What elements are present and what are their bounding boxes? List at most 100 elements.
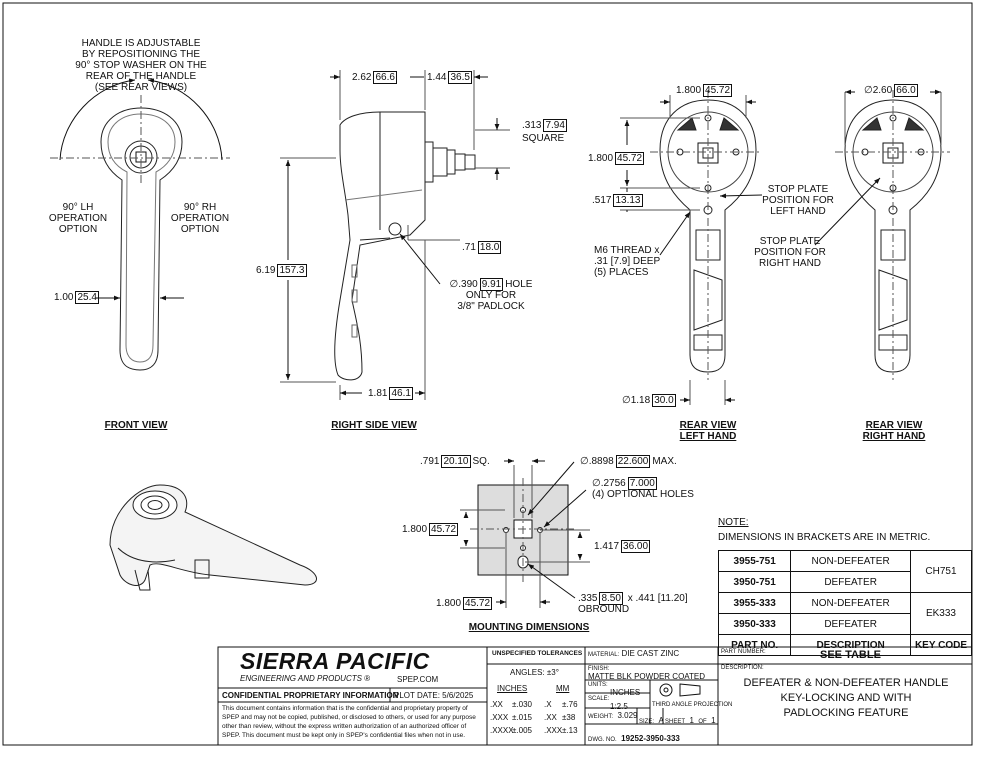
description-line: KEY-LOCKING AND WITH [780,692,912,704]
partnum-label: PART NUMBER: [721,649,766,655]
tol-row: .XX±.030.X±.76 [490,698,578,711]
dim-value: .791 [420,456,440,467]
part-no: 3950-751 [717,571,792,593]
stop-left-note: STOP PLATE POSITION FOR LEFT HAND [760,184,836,217]
dim-value: .313 [522,120,542,131]
sheet-total: 1 [711,716,716,725]
confidential-label: CONFIDENTIAL PROPRIETARY INFORMATION [222,691,399,700]
mounting-title: MOUNTING DIMENSIONS [468,622,590,633]
hole-note-line: 3/8" PADLOCK [457,301,525,312]
desc-label: DESCRIPTION: [721,665,764,671]
tol-cell: ±.005 [512,726,532,735]
rear-left-drawing [620,90,763,405]
dim-value: 1.44 [427,72,447,83]
dim-metric: 7.000 [627,477,657,490]
tol-mm: MM [556,684,570,693]
thread-line: M6 THREAD x [594,245,660,256]
lh-line: OPTION [58,224,98,235]
units-label: UNITS: [588,682,608,688]
tol-cell: ±38 [562,713,576,722]
thread-note: M6 THREAD x .31 [7.9] DEEP (5) PLACES [594,245,660,278]
size-value: A [658,716,664,725]
lh-line: OPERATION [48,213,108,224]
note-line: BY REPOSITIONING THE [82,49,200,60]
side-view-drawing [280,70,510,400]
tol-cell: ±.76 [562,700,578,709]
title-line: REAR VIEW [865,420,923,431]
dim-metric: 30.0 [652,394,676,407]
tol-cell: .XXX [544,726,563,735]
tol-angles: ANGLES: ±3° [510,668,559,677]
dim-value: .441 [635,593,655,604]
front-view-title: FRONT VIEW [104,420,168,431]
table-row: 3955-751 NON-DEFEATER CH751 [717,550,973,593]
tol-cell: .XXX [490,713,509,722]
dim-value: ∅1.18 [622,395,651,406]
dim-value: 1.800 [588,153,614,164]
part-no: 3955-751 [717,550,792,572]
dim-value: .71 [462,242,476,253]
stop-right-note: STOP PLATE POSITION FOR RIGHT HAND [752,236,828,269]
max-label: MAX. [652,456,677,467]
dim-value: .517 [592,195,612,206]
size-label: SIZE: [639,719,655,725]
company-website: SPEP.COM [397,675,439,684]
dim-metric: 36.00 [621,540,651,553]
tol-cell: .XX [490,700,503,709]
dim-metric: 20.10 [441,455,471,468]
rh-option-label: 90° RH OPERATION OPTION [170,202,230,235]
lh-option-label: 90° LH OPERATION OPTION [48,202,108,235]
dim-metric: 157.3 [277,264,307,277]
dim-metric: 66.6 [373,71,397,84]
material-label: MATERIAL: [588,652,620,658]
dim-value: 1.417 [594,541,620,552]
dim-metric: 13.13 [613,194,643,207]
title-block-lines [217,646,973,746]
table-row: 3950-333 DEFEATER [717,613,972,635]
description-line: PADLOCKING FEATURE [783,707,909,719]
weight-field: WEIGHT: 3.029 [588,710,637,721]
dim-metric: 36.5 [448,71,472,84]
dwg-label: DWG. NO. [588,737,617,743]
header-part: PART NO. [717,634,792,656]
dim-metric: 45.72 [703,84,733,97]
material-field: MATERIAL: DIE CAST ZINC [588,649,679,658]
key-code: EK333 [909,592,973,635]
dim-metric: 25.4 [75,291,99,304]
scale-field: SCALE: 1:2.5 [588,695,628,711]
legal-line: other than review, without the express w… [222,723,467,730]
obround-label: OBROUND [578,604,630,615]
plot-date: PLOT DATE: 5/6/2025 [394,691,474,700]
dim-metric: 45.72 [463,597,493,610]
tol-row: .XXX±.015.XX±38 [490,711,578,724]
rear-left-title: REAR VIEW LEFT HAND [672,420,744,442]
units-value: INCHES [610,688,641,697]
finish-field: FINISH: MATTE BLK POWDER COATED [588,665,705,681]
note-line: REAR OF THE HANDLE [85,71,197,82]
projection-label: THIRD ANGLE PROJECTION [652,702,733,708]
tol-heading: UNSPECIFIED TOLERANCES [492,650,583,657]
rh-line: OPERATION [170,213,230,224]
tol-cell: ±.030 [512,700,532,709]
legal-line: SPEP and may not be copied, published, o… [222,714,476,721]
dim-value: ∅2.60 [864,85,893,96]
dim-metric: 9.91 [479,278,504,291]
stop-line: LEFT HAND [770,206,826,217]
mounting-drawing [460,458,590,608]
part-no: 3955-333 [717,592,792,614]
dim-metric: 46.1 [389,387,413,400]
front-view-drawing [50,78,230,371]
dim-value: 6.19 [256,265,276,276]
